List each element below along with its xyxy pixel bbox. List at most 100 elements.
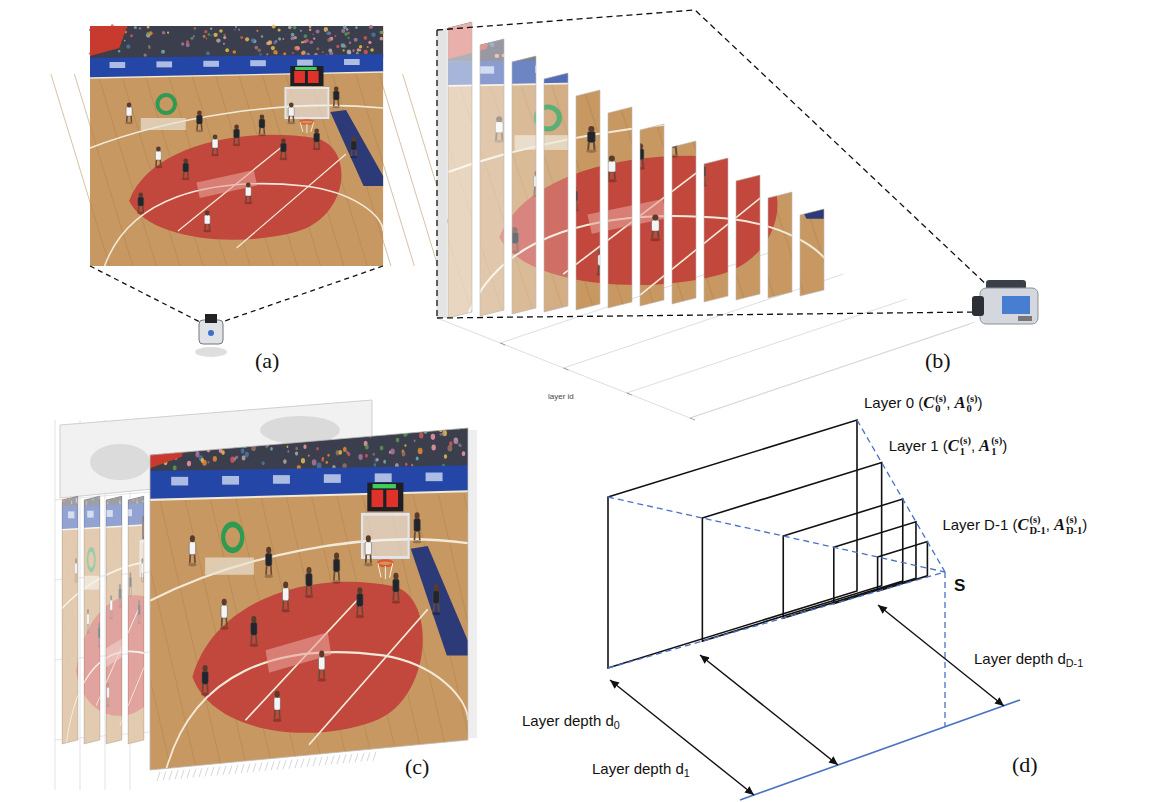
- court-photo: [225, 48, 229, 52]
- layer-slices: [788, 182, 798, 185]
- floor-ticks: [349, 754, 352, 763]
- layer-slices: [705, 43, 709, 46]
- layer-slices: [526, 35, 529, 37]
- superscript: (s): [991, 436, 1002, 447]
- court-photo: [233, 50, 237, 54]
- court-photo: [351, 150, 356, 156]
- court-photo: [179, 423, 182, 427]
- court-photo: [138, 206, 143, 212]
- court-photo: [127, 103, 132, 108]
- layer-slices: [684, 47, 687, 50]
- court-photo: [155, 448, 158, 452]
- court-photo: [374, 463, 377, 467]
- layer-outline: [480, 39, 504, 316]
- court-photo: [138, 197, 144, 206]
- court-photo: [321, 458, 324, 462]
- layer-slices: [809, 47, 813, 51]
- court-photo: [245, 37, 249, 41]
- layer-slices: [121, 477, 122, 481]
- layer-slices: [801, 20, 807, 25]
- court-photo: [295, 67, 316, 70]
- court-photo: [108, 423, 553, 770]
- court-photo: [350, 156, 358, 158]
- court-photo: [392, 600, 400, 603]
- court-photo: [324, 474, 341, 483]
- court-photo: [195, 452, 199, 458]
- back-layer: [437, 28, 447, 318]
- superscript: (s): [960, 436, 971, 447]
- layer-slices: [448, 22, 832, 61]
- label-text: Layer D-1 (: [942, 516, 1017, 533]
- layer-slices: [123, 672, 126, 675]
- court-photo: [290, 66, 323, 86]
- index-stack: (s)1: [991, 436, 1002, 457]
- label-text: Layer depth d: [522, 712, 614, 729]
- court-photo: [364, 50, 368, 54]
- layer-edge: [476, 430, 477, 738]
- court-photo: [345, 428, 348, 432]
- camera-icon: [208, 330, 214, 336]
- court-photo: [266, 445, 268, 448]
- floor-ticks: [337, 755, 340, 764]
- layer-slices: [77, 489, 79, 491]
- court-photo: [464, 494, 528, 770]
- court-photo: [285, 88, 328, 118]
- court-photo: [343, 25, 347, 29]
- court-photo: [246, 196, 251, 202]
- court-photo: [378, 563, 393, 579]
- layer-slices: [740, 172, 750, 175]
- layer-slices: [122, 486, 124, 489]
- math-symbol: A: [979, 436, 990, 455]
- court-photo: [156, 61, 172, 67]
- layer-slices: [119, 471, 121, 473]
- layer-slices: [701, 43, 704, 46]
- layer-slices: [72, 480, 74, 483]
- panel-a-photo: [51, 24, 461, 357]
- court-photo: [139, 27, 141, 29]
- layer-slices: [142, 483, 144, 488]
- court-photo: [367, 483, 403, 512]
- layer-slices: [742, 148, 748, 154]
- label-text: Layer 1 (: [889, 437, 948, 454]
- court-photo: [196, 115, 202, 124]
- layer-slices: [472, 33, 476, 37]
- court-photo: [241, 448, 245, 453]
- court-photo: [138, 193, 143, 198]
- court-photo: [170, 424, 173, 428]
- court-photo: [212, 139, 218, 148]
- layer-slices: [730, 23, 735, 27]
- axis-grid: [690, 418, 695, 420]
- view-ray: [944, 572, 945, 727]
- court-photo: [167, 32, 169, 34]
- layer-slices: [676, 44, 678, 46]
- label-text: (b): [925, 348, 951, 373]
- court-photo: [202, 460, 206, 466]
- layer-slices: [766, 46, 771, 51]
- court-photo: [259, 119, 265, 128]
- court-photo: [334, 572, 339, 581]
- layer-slices: [719, 63, 739, 70]
- layer-slices: [665, 57, 667, 59]
- court-photo: [336, 45, 339, 48]
- court-photo: [283, 427, 285, 430]
- layer-slices: [742, 165, 748, 172]
- layer-slices: [80, 662, 82, 668]
- layer-slices: [89, 492, 91, 494]
- layer-slices: [704, 32, 709, 37]
- court-photo: [386, 490, 398, 507]
- layer-slices: [104, 480, 106, 485]
- layer-slices: [635, 35, 638, 38]
- layer-slices: [570, 185, 576, 191]
- court-photo: [275, 710, 280, 719]
- layer-slices: [713, 44, 715, 46]
- court-photo: [454, 438, 459, 444]
- court-photo: [305, 427, 308, 431]
- layer-slices: [82, 484, 83, 488]
- layer-slices: [72, 469, 74, 474]
- court-photo: [393, 573, 398, 580]
- layer-slices: [85, 473, 87, 478]
- layer-slices: [104, 567, 106, 573]
- court-photo: [365, 542, 371, 555]
- court-photo: [309, 29, 312, 32]
- layer-slices: [708, 53, 711, 56]
